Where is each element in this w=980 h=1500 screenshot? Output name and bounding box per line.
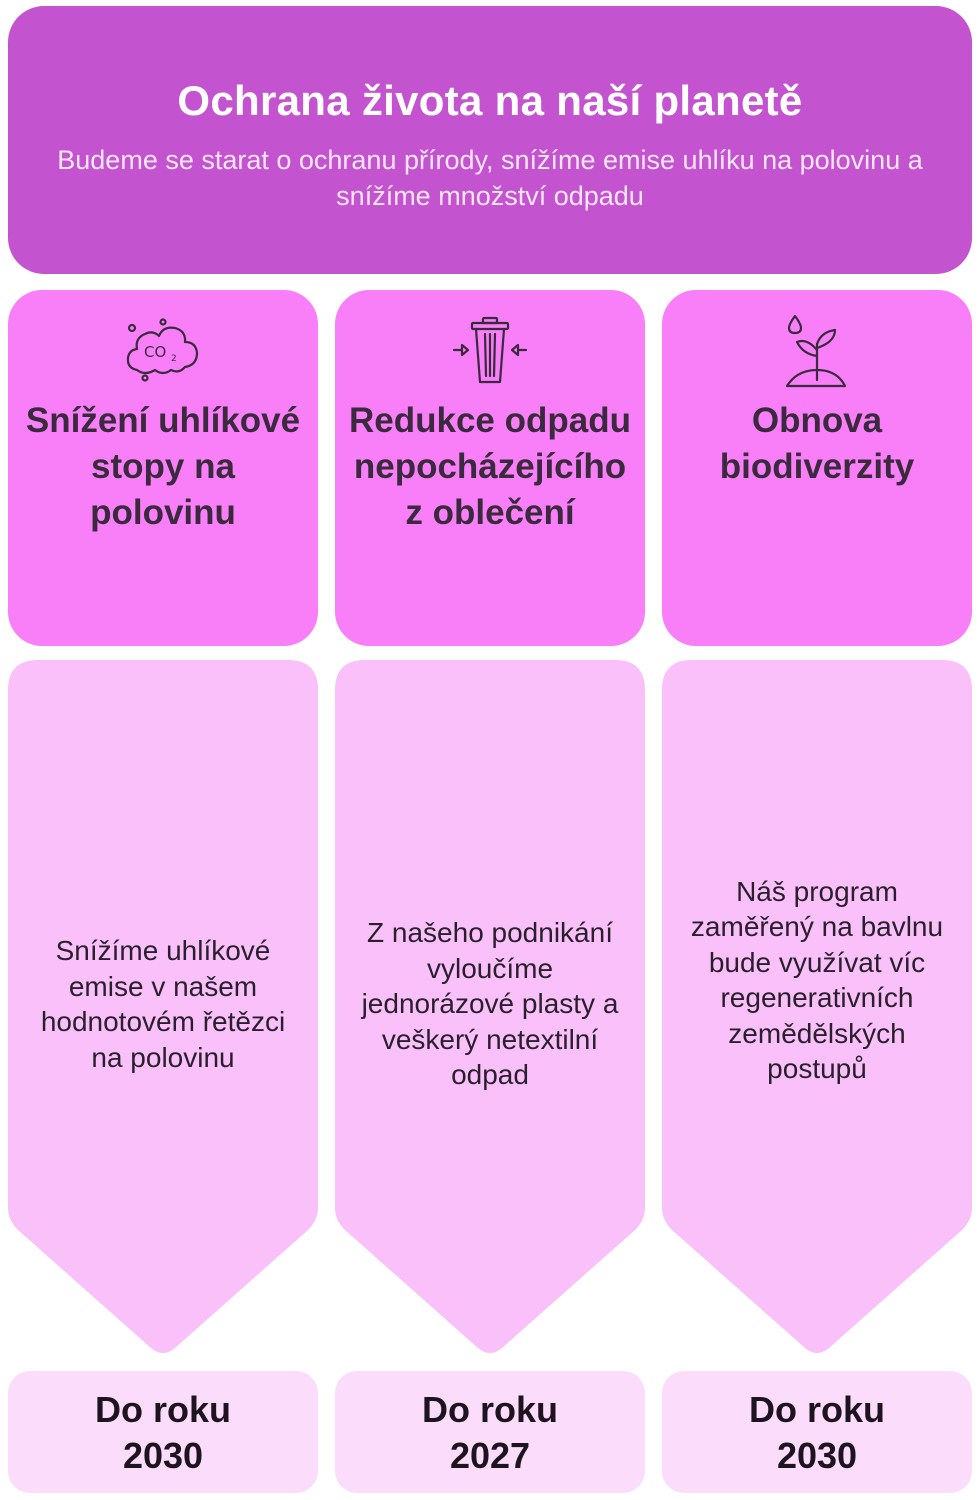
header-banner: Ochrana života na naší planetě Budeme se… xyxy=(8,6,972,274)
goal-description: Náš program zaměřený na bavlnu bude využ… xyxy=(690,875,944,1085)
deadline-badge: Do roku 2030 xyxy=(8,1371,318,1493)
deadline-badge: Do roku 2027 xyxy=(335,1371,645,1493)
page-subtitle: Budeme se starat o ochranu přírody, sníž… xyxy=(57,145,923,211)
deadline-label: Do roku xyxy=(94,1389,231,1430)
arrow-shape xyxy=(335,660,645,1353)
compressed-trash-bin-icon xyxy=(452,316,528,384)
goal-description: Z našeho podnikání vyloučíme jednorázové… xyxy=(361,917,619,1091)
deadline-year: 2027 xyxy=(449,1435,531,1476)
goal-title: Redukce odpadu nepocházejícího z oblečen… xyxy=(349,401,631,532)
page-title: Ochrana života na naší planetě xyxy=(177,77,803,124)
sprout-water-drop-icon xyxy=(785,314,847,388)
description-arrow: Snížíme uhlíkové emise v našem hodnotové… xyxy=(8,660,318,1360)
goal-title: Obnova biodiverzity xyxy=(719,401,915,486)
arrow-shape xyxy=(8,660,318,1353)
goal-card: CO 2 Snížení uhlíkové stopy na polovinu xyxy=(8,290,318,646)
deadline-label: Do roku xyxy=(421,1389,558,1430)
co2-cloud-icon: CO 2 xyxy=(126,318,199,382)
deadline-year: 2030 xyxy=(122,1435,204,1476)
svg-text:2: 2 xyxy=(171,354,177,364)
goal-card: Obnova biodiverzity xyxy=(662,290,972,646)
arrow-shape xyxy=(662,660,972,1353)
goal-title: Snížení uhlíkové stopy na polovinu xyxy=(25,401,301,532)
deadline-badge: Do roku 2030 xyxy=(662,1371,972,1493)
goal-card: Redukce odpadu nepocházejícího z oblečen… xyxy=(335,290,645,646)
description-arrow: Náš program zaměřený na bavlnu bude využ… xyxy=(662,660,972,1360)
svg-text:CO: CO xyxy=(144,343,166,361)
description-arrow: Z našeho podnikání vyloučíme jednorázové… xyxy=(335,660,645,1360)
deadline-year: 2030 xyxy=(776,1435,858,1476)
goal-description: Snížíme uhlíkové emise v našem hodnotové… xyxy=(40,935,286,1073)
deadline-label: Do roku xyxy=(748,1389,885,1430)
